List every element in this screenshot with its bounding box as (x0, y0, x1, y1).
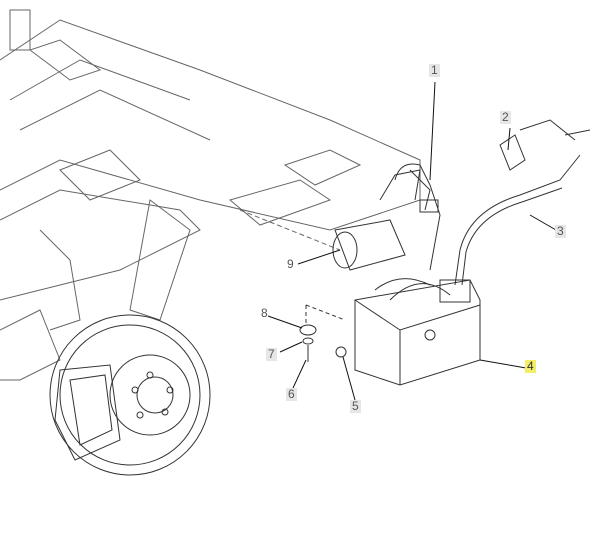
leader-lines (267, 81, 557, 401)
callout-3: 3 (555, 224, 566, 238)
callout-7: 7 (266, 347, 277, 361)
wiring-harness (394, 163, 441, 271)
callout-6: 6 (286, 387, 297, 401)
callout-8: 8 (261, 306, 268, 320)
callout-4: 4 (525, 359, 536, 373)
compressor-motor (332, 169, 431, 271)
callout-9: 9 (287, 257, 294, 271)
air-line (454, 119, 591, 286)
vehicle-frame (0, 9, 421, 381)
callout-1: 1 (429, 63, 440, 77)
callout-2: 2 (500, 110, 511, 124)
compressor-assembly (354, 278, 481, 386)
callout-5: 5 (350, 399, 361, 413)
hardware (299, 304, 347, 362)
brake-rotor (49, 314, 211, 476)
